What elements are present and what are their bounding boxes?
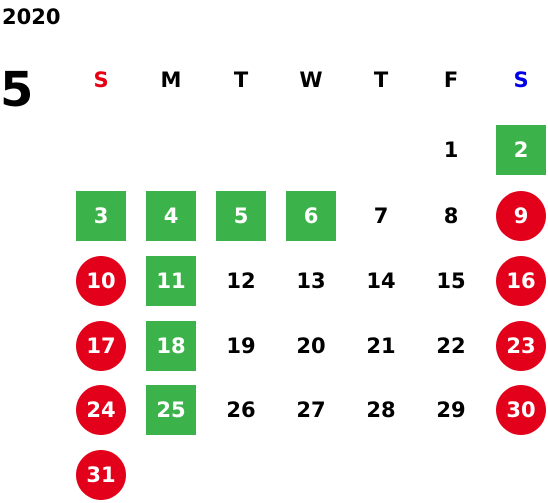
day-cell[interactable]: 6 — [286, 191, 336, 241]
day-cell[interactable]: 27 — [296, 398, 326, 422]
day-cell[interactable]: 18 — [146, 321, 196, 371]
day-cell[interactable]: 20 — [296, 334, 326, 358]
day-cell[interactable]: 13 — [296, 269, 326, 293]
weekday-header: T — [233, 68, 249, 92]
day-cell[interactable]: 14 — [366, 269, 396, 293]
day-cell[interactable]: 23 — [496, 321, 546, 371]
year-label: 2020 — [2, 5, 61, 29]
day-cell[interactable]: 31 — [76, 450, 126, 500]
day-cell[interactable]: 12 — [226, 269, 256, 293]
day-cell[interactable]: 8 — [443, 204, 459, 228]
day-cell[interactable]: 21 — [366, 334, 396, 358]
day-cell[interactable]: 7 — [373, 204, 389, 228]
weekday-header: F — [443, 68, 459, 92]
day-cell[interactable]: 29 — [436, 398, 466, 422]
day-cell[interactable]: 15 — [436, 269, 466, 293]
day-cell[interactable]: 3 — [76, 191, 126, 241]
day-cell[interactable]: 11 — [146, 256, 196, 306]
day-cell[interactable]: 1 — [443, 138, 459, 162]
day-cell[interactable]: 10 — [76, 256, 126, 306]
weekday-header: S — [513, 68, 529, 92]
day-cell[interactable]: 4 — [146, 191, 196, 241]
day-cell[interactable]: 25 — [146, 385, 196, 435]
day-cell[interactable]: 28 — [366, 398, 396, 422]
month-number: 5 — [0, 62, 34, 118]
day-cell[interactable]: 30 — [496, 385, 546, 435]
day-cell[interactable]: 16 — [496, 256, 546, 306]
day-cell[interactable]: 5 — [216, 191, 266, 241]
day-cell[interactable]: 19 — [226, 334, 256, 358]
weekday-header: S — [93, 68, 109, 92]
day-cell[interactable]: 22 — [436, 334, 466, 358]
day-cell[interactable]: 24 — [76, 385, 126, 435]
day-cell[interactable]: 17 — [76, 321, 126, 371]
weekday-header: M — [160, 68, 182, 92]
day-cell[interactable]: 2 — [496, 125, 546, 175]
day-cell[interactable]: 9 — [496, 191, 546, 241]
day-cell[interactable]: 26 — [226, 398, 256, 422]
weekday-header: W — [299, 68, 323, 92]
weekday-header: T — [373, 68, 389, 92]
